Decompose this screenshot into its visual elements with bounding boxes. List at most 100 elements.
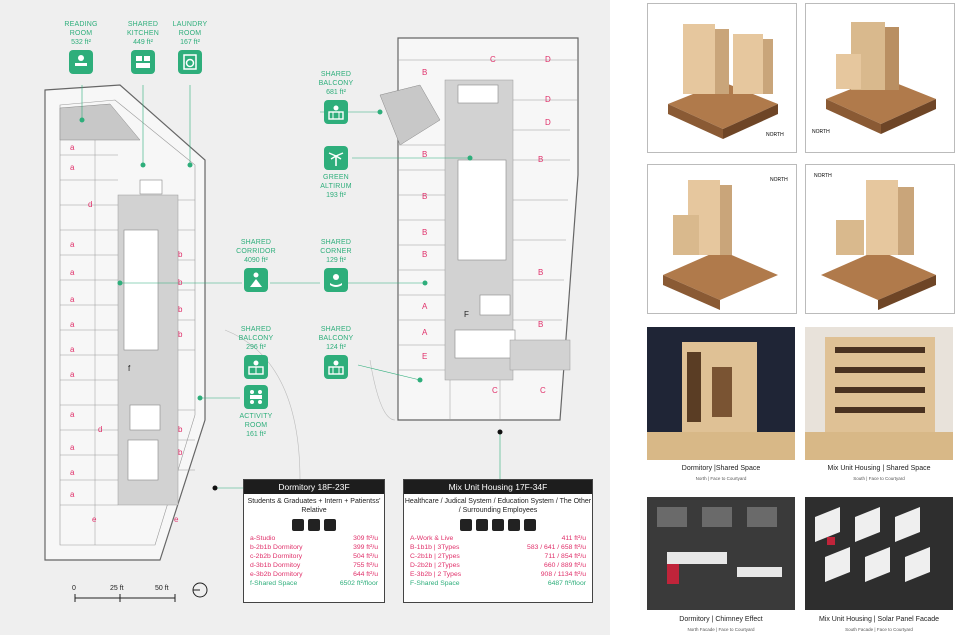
unit-tag-b-upper: B: [422, 250, 428, 259]
unit-tag-b: b: [178, 305, 183, 314]
unit-tag-a: a: [70, 370, 75, 379]
unit-tag-b: b: [178, 425, 183, 434]
doctor-icon: [460, 519, 472, 531]
mix-unit-legend-subtitle: Healthcare / Judical System / Education …: [404, 498, 592, 514]
dormitory-legend-subtitle: Students & Graduates + Intern + Patients…: [247, 498, 381, 514]
shared-corner-area: 129 ft²: [326, 257, 346, 264]
section-model-icon: [805, 337, 953, 460]
dormitory-legend-title: Dormitory 18F-23F: [244, 480, 384, 494]
shared-corridor-callout: SHARED CORRIDOR 4090 ft²: [221, 238, 291, 295]
occupant-icons: [244, 519, 384, 531]
unit-tag-a: a: [70, 345, 75, 354]
unit-tag-a-upper: A: [422, 328, 428, 337]
palm-tree-icon: [324, 146, 348, 170]
people-icon: [244, 268, 268, 292]
floor-plan-drawing: [44, 37, 579, 602]
shared-balcony-right-label: SHARED BALCONY: [318, 326, 354, 342]
unit-tag-d-upper: D: [545, 95, 551, 104]
mix-unit-legend-title: Mix Unit Housing 17F-34F: [404, 480, 592, 494]
balcony-icon: [324, 100, 348, 124]
unit-tag-e: e: [92, 515, 97, 524]
shared-kitchen-area: 449 ft²: [133, 39, 153, 46]
activity-room-area: 161 ft²: [246, 431, 266, 438]
shared-balcony-top-label: SHARED BALCONY: [318, 71, 354, 87]
judge-icon: [476, 519, 488, 531]
floor-plan-panel: a a d a a a a a a a d a a a e e b b b b …: [0, 0, 610, 635]
family-icon: [324, 519, 336, 531]
building-model-icon: [668, 24, 778, 139]
axon-view-3: NORTH: [647, 164, 797, 314]
north-label: NORTH: [814, 173, 832, 179]
unit-tag-b: b: [178, 250, 183, 259]
unit-tag-a: a: [70, 490, 75, 499]
activity-room-callout: ACTIVITY ROOM 161 ft²: [221, 382, 291, 439]
washing-machine-icon: [178, 50, 202, 74]
unit-tag-b-upper: B: [422, 192, 428, 201]
scale-mid: 25 ft: [110, 585, 124, 592]
chimney-subcaption: North Facade | Face to Courtyard: [687, 627, 755, 632]
solar-subcaption: South Facade | Face to Courtyard: [845, 627, 913, 632]
unit-tag-a: a: [70, 295, 75, 304]
solar-facade-image: [805, 497, 953, 610]
shared-balcony-top-callout: SHARED BALCONY 681 ft²: [301, 70, 371, 127]
kitchen-icon: [131, 50, 155, 74]
axon-view-2: NORTH: [805, 3, 955, 153]
axon-view-4: NORTH: [805, 164, 955, 314]
chimney-caption: Dormitory | Chimney Effect: [679, 616, 763, 623]
shared-balcony-right-area: 124 ft²: [326, 344, 346, 351]
building-model-icon: [821, 180, 936, 310]
unit-tag-c-upper: C: [490, 55, 496, 64]
unit-tag-d-upper: D: [545, 118, 551, 127]
unit-tag-c-upper: C: [540, 386, 546, 395]
worker-icon: [508, 519, 520, 531]
mix-section-subcaption: South | Face to Courtyard: [853, 476, 905, 481]
unit-tag-b: b: [178, 330, 183, 339]
unit-tag-e: e: [174, 515, 179, 524]
shared-balcony-mid-callout: SHARED BALCONY 296 ft²: [221, 325, 291, 382]
axon-view-1: NORTH: [647, 3, 797, 153]
unit-tag-d-upper: D: [545, 55, 551, 64]
section-model-icon: [647, 342, 795, 460]
north-label: NORTH: [770, 177, 788, 183]
scale-zero: 0: [72, 585, 76, 592]
unit-tag-b: b: [178, 448, 183, 457]
green-atrium-callout: GREEN ALTIRUM 193 ft²: [301, 143, 371, 200]
facade-detail-icon: [815, 507, 930, 582]
laundry-room-callout: LAUNDRY ROOM 167 ft²: [155, 20, 225, 77]
reading-room-label: READING ROOM: [64, 21, 98, 37]
facade-detail-icon: [657, 507, 782, 584]
solar-caption: Mix Unit Housing | Solar Panel Facade: [818, 616, 940, 623]
unit-tag-e-upper: E: [422, 352, 428, 361]
shared-corner-label: SHARED CORNER: [320, 239, 352, 255]
green-atrium-area: 193 ft²: [326, 192, 346, 199]
north-arrow-icon: [193, 583, 207, 597]
dorm-section-caption: Dormitory |Shared Space: [681, 465, 761, 472]
laundry-room-label: LAUNDRY ROOM: [172, 21, 208, 37]
unit-tag-a: a: [70, 320, 75, 329]
shared-corner-callout: SHARED CORNER 129 ft²: [301, 238, 371, 295]
dorm-section-image: [647, 327, 795, 460]
scale-end: 50 ft: [155, 585, 169, 592]
hand-icon: [324, 268, 348, 292]
shared-balcony-mid-label: SHARED BALCONY: [238, 326, 274, 342]
unit-tag-d: d: [98, 425, 103, 434]
north-label: NORTH: [766, 132, 784, 138]
unit-tag-b-upper: B: [422, 228, 428, 237]
unit-tag-f-upper: F: [464, 310, 469, 319]
unit-tag-a: a: [70, 143, 75, 152]
shared-balcony-mid-area: 296 ft²: [246, 344, 266, 351]
unit-tag-f: f: [128, 364, 131, 373]
building-model-icon: [826, 22, 936, 134]
north-label: NORTH: [812, 129, 830, 135]
shared-kitchen-callout: SHARED KITCHEN 449 ft²: [108, 20, 178, 77]
activity-room-label: ACTIVITY ROOM: [239, 413, 273, 429]
reading-room-area: 532 ft²: [71, 39, 91, 46]
